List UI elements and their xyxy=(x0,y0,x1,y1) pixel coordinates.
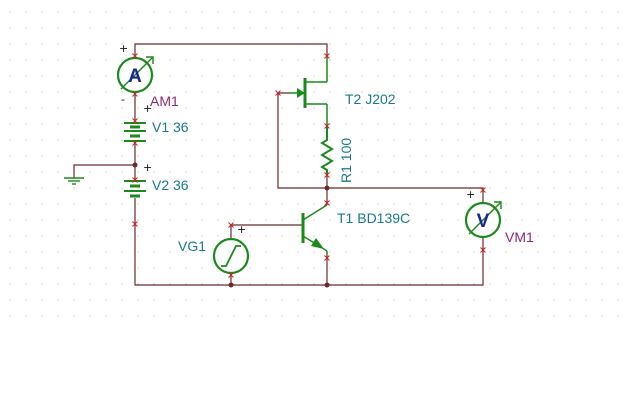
generator-vg1[interactable] xyxy=(212,237,250,275)
wire-vm1-bottom xyxy=(327,238,484,286)
terminal-x-mark xyxy=(275,90,281,96)
minus-sign: - xyxy=(121,93,125,106)
plus-sign: + xyxy=(119,42,128,55)
label-r1: R1 100 xyxy=(338,138,354,183)
terminal-x-mark xyxy=(228,272,234,278)
bjt-emitter-arrow xyxy=(311,238,324,249)
label-v2: V2 36 xyxy=(152,177,189,193)
terminal-x-mark xyxy=(132,140,138,146)
terminal-x-mark xyxy=(480,247,486,253)
label-vm1: VM1 xyxy=(505,229,534,245)
terminal-markers xyxy=(132,53,486,278)
junction-dot xyxy=(228,282,234,288)
generator-waveform-icon xyxy=(221,245,241,267)
terminal-x-mark xyxy=(324,172,330,178)
resistor-r1[interactable] xyxy=(320,125,334,175)
terminal-x-mark xyxy=(132,91,138,97)
voltmeter-vm1[interactable]: V xyxy=(464,201,502,239)
ground-symbol xyxy=(64,177,84,185)
wire-ground xyxy=(73,164,135,178)
terminal-x-mark xyxy=(132,118,138,124)
label-vg1: VG1 xyxy=(178,238,206,254)
label-t2: T2 J202 xyxy=(345,91,396,107)
ammeter-arrow xyxy=(120,56,154,90)
wire-node-vm1 xyxy=(327,187,484,202)
battery-v2[interactable] xyxy=(124,180,146,198)
terminal-x-mark xyxy=(324,53,330,59)
jfet-t2[interactable] xyxy=(290,58,328,125)
jfet-gate-arrow xyxy=(297,88,305,98)
voltmeter-glyph: V xyxy=(477,211,490,232)
junction-dot xyxy=(132,162,138,168)
plus-sign: + xyxy=(466,188,475,201)
wire-top xyxy=(134,43,328,58)
plus-sign: + xyxy=(143,102,152,115)
plus-sign: + xyxy=(237,223,246,236)
terminal-x-mark xyxy=(324,200,330,206)
terminal-x-mark xyxy=(480,187,486,193)
terminal-x-mark xyxy=(324,123,330,129)
terminal-x-mark xyxy=(324,255,330,261)
junction-dot xyxy=(324,282,330,288)
wire-jfet-gate xyxy=(277,92,327,189)
junction-dot xyxy=(324,185,330,191)
junction-dots xyxy=(132,162,330,288)
plus-sign: + xyxy=(143,161,152,174)
label-am1: AM1 xyxy=(150,93,179,109)
terminal-x-mark xyxy=(132,53,138,59)
ammeter-am1[interactable]: A xyxy=(116,56,154,94)
terminal-x-mark xyxy=(132,221,138,227)
terminal-x-mark xyxy=(228,222,234,228)
label-v1: V1 36 xyxy=(152,119,189,135)
label-t1: T1 BD139C xyxy=(337,210,410,226)
battery-v1[interactable] xyxy=(124,122,146,142)
bjt-t1[interactable] xyxy=(301,204,328,255)
terminal-x-mark xyxy=(132,177,138,183)
polarity-markers: + - + + + + xyxy=(119,42,475,236)
grid-dots xyxy=(9,11,619,317)
ammeter-glyph: A xyxy=(128,66,142,87)
